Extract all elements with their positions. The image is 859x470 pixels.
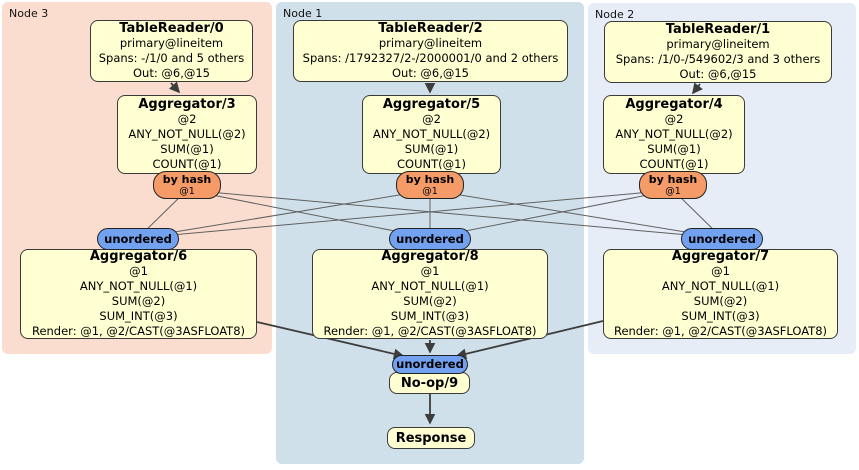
processor-detail: SUM(@1) — [160, 142, 214, 156]
processor-detail: @2 — [422, 112, 441, 126]
processor-detail: @2 — [177, 112, 197, 126]
processor-detail: Out: @6,@15 — [133, 66, 210, 80]
processor-title: Aggregator/4 — [625, 97, 723, 112]
processor-title: Aggregator/3 — [138, 97, 236, 112]
hash-router-node3: by hash @1 — [153, 171, 221, 199]
processor-title: TableReader/0 — [119, 21, 224, 36]
node3-label: Node 3 — [9, 7, 49, 20]
router-label: by hash — [405, 172, 455, 186]
sync-label: unordered — [396, 357, 464, 371]
processor-detail: SUM(@1) — [647, 142, 701, 156]
sync-unordered-node3: unordered — [97, 228, 179, 250]
processor-detail: Spans: /1/0-/549602/3 and 3 others — [615, 52, 821, 66]
node2-label: Node 2 — [595, 8, 635, 21]
response-box: Response — [387, 427, 475, 449]
processor-detail: @1 — [129, 264, 148, 278]
processor-detail: SUM(@2) — [693, 294, 748, 308]
processor-detail: primary@lineitem — [119, 36, 224, 50]
processor-detail: ANY_NOT_NULL(@1) — [79, 279, 198, 293]
processor-detail: COUNT(@1) — [397, 157, 466, 171]
processor-detail: SUM_INT(@3) — [681, 309, 760, 323]
processor-title: Aggregator/6 — [89, 249, 188, 264]
tablereader-2-box: TableReader/2 primary@lineitem Spans: /1… — [293, 20, 568, 82]
sync-unordered-output: unordered — [392, 355, 468, 374]
processor-title: No-op/9 — [400, 375, 459, 391]
processor-detail: ANY_NOT_NULL(@2) — [128, 127, 246, 141]
processor-detail: Render: @1, @2/CAST(@3ASFLOAT8) — [613, 324, 828, 338]
hash-router-node1: by hash @1 — [396, 171, 464, 199]
tablereader-1-box: TableReader/1 primary@lineitem Spans: /1… — [604, 21, 832, 83]
processor-detail: Out: @6,@15 — [392, 66, 469, 80]
processor-title: TableReader/2 — [378, 21, 483, 36]
processor-detail: Out: @6,@15 — [679, 67, 757, 81]
router-columns: @1 — [665, 185, 681, 197]
aggregator-6-box: Aggregator/6 @1 ANY_NOT_NULL(@1) SUM(@2)… — [20, 249, 257, 339]
processor-detail: SUM(@2) — [111, 294, 166, 308]
processor-detail: ANY_NOT_NULL(@1) — [371, 279, 489, 293]
aggregator-3-box: Aggregator/3 @2 ANY_NOT_NULL(@2) SUM(@1)… — [117, 95, 257, 174]
router-columns: @1 — [422, 185, 438, 197]
processor-detail: SUM_INT(@3) — [390, 309, 470, 323]
processor-title: TableReader/1 — [665, 22, 771, 37]
aggregator-4-box: Aggregator/4 @2 ANY_NOT_NULL(@2) SUM(@1)… — [603, 95, 745, 174]
processor-detail: Render: @1, @2/CAST(@3ASFLOAT8) — [31, 324, 246, 338]
processor-detail: primary@lineitem — [378, 36, 483, 50]
processor-detail: ANY_NOT_NULL(@1) — [661, 279, 780, 293]
aggregator-8-box: Aggregator/8 @1 ANY_NOT_NULL(@1) SUM(@2)… — [312, 249, 548, 339]
processor-title: Aggregator/5 — [382, 97, 481, 112]
processor-detail: SUM(@2) — [403, 294, 457, 308]
processor-detail: @1 — [711, 264, 730, 278]
processor-detail: Spans: /1792327/2-/2000001/0 and 2 other… — [302, 51, 559, 65]
processor-title: Response — [395, 430, 467, 446]
sync-label: unordered — [688, 231, 756, 246]
noop-box: No-op/9 — [389, 372, 470, 394]
router-columns: @1 — [179, 185, 195, 197]
processor-detail: SUM_INT(@3) — [99, 309, 178, 323]
processor-title: Aggregator/7 — [671, 249, 770, 264]
aggregator-5-box: Aggregator/5 @2 ANY_NOT_NULL(@2) SUM(@1)… — [362, 95, 501, 174]
processor-detail: COUNT(@1) — [639, 157, 709, 171]
processor-detail: ANY_NOT_NULL(@2) — [372, 127, 491, 141]
hash-router-node2: by hash @1 — [639, 171, 707, 199]
tablereader-0-box: TableReader/0 primary@lineitem Spans: -/… — [90, 20, 253, 82]
sync-label: unordered — [104, 231, 172, 246]
processor-detail: ANY_NOT_NULL(@2) — [615, 127, 733, 141]
sync-unordered-node1: unordered — [389, 228, 471, 250]
processor-detail: Spans: -/1/0 and 5 others — [98, 51, 245, 65]
processor-detail: COUNT(@1) — [152, 157, 222, 171]
processor-detail: primary@lineitem — [666, 37, 770, 51]
processor-detail: @1 — [420, 264, 440, 278]
router-label: by hash — [648, 172, 698, 186]
aggregator-7-box: Aggregator/7 @1 ANY_NOT_NULL(@1) SUM(@2)… — [603, 249, 838, 339]
sync-label: unordered — [396, 231, 464, 246]
processor-detail: Render: @1, @2/CAST(@3ASFLOAT8) — [323, 324, 537, 338]
sync-unordered-node2: unordered — [681, 228, 763, 250]
node1-label: Node 1 — [283, 7, 323, 20]
processor-detail: SUM(@1) — [404, 142, 459, 156]
processor-title: Aggregator/8 — [381, 249, 479, 264]
router-label: by hash — [162, 172, 212, 186]
processor-detail: @2 — [664, 112, 684, 126]
